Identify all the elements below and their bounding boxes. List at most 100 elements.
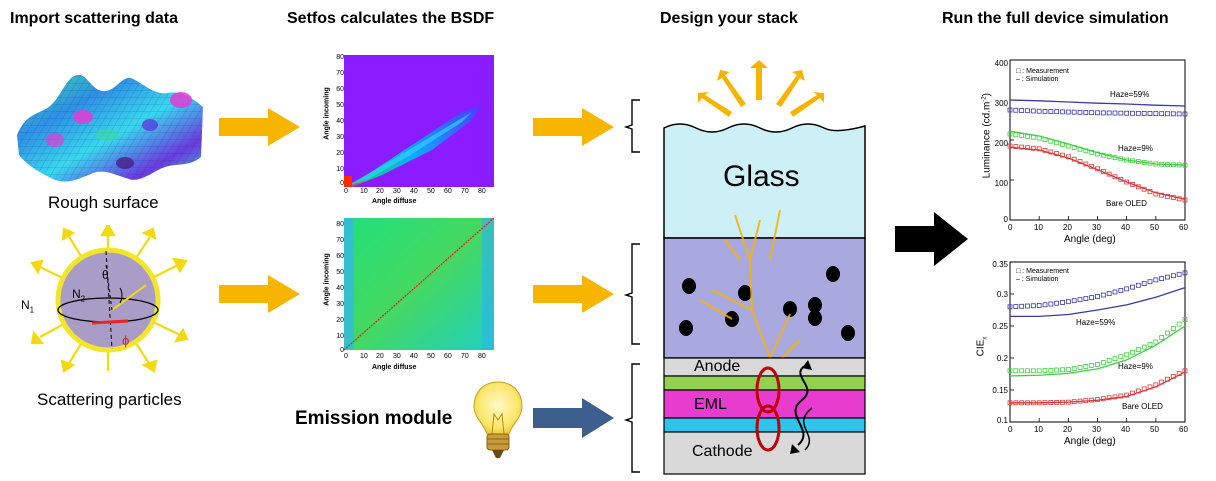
measurement-point	[1007, 107, 1013, 113]
measurement-point	[1013, 107, 1019, 113]
measurement-point	[1135, 110, 1141, 116]
x-tick: 20	[1063, 223, 1072, 232]
measurement-point	[1182, 162, 1188, 168]
measurement-point	[1118, 176, 1124, 182]
simulation-line	[1009, 99, 1186, 107]
chart2-xticks: 0 10 20 30 40 50 60	[1006, 425, 1196, 435]
chart1-legend: □ : Measurement – : Simulation	[1016, 68, 1069, 84]
measurement-point	[1153, 111, 1159, 116]
x-tick: 50	[1150, 223, 1159, 232]
device-charts	[1007, 59, 1188, 423]
measurement-point	[1147, 111, 1153, 116]
chart2-annotation: Haze=9%	[1118, 362, 1153, 371]
measurement-point	[1106, 358, 1112, 363]
measurement-point	[1071, 156, 1077, 162]
measurement-point	[1159, 111, 1165, 117]
measurement-point	[1159, 192, 1165, 198]
arrow-icon	[219, 275, 300, 313]
y-tick: 70	[336, 237, 344, 244]
y-tick: 70	[336, 70, 344, 77]
measurement-point	[1013, 304, 1019, 309]
chart1-frame	[1009, 59, 1186, 221]
chart2-annotation: Bare OLED	[1122, 402, 1163, 411]
measurement-point	[1036, 108, 1042, 114]
measurement-point	[1159, 161, 1165, 167]
measurement-point	[1106, 171, 1112, 177]
measurement-point	[1124, 352, 1130, 358]
arrow-icon	[533, 398, 614, 438]
measurement-point	[1013, 144, 1019, 149]
measurement-point	[1100, 152, 1106, 158]
measurement-point	[1083, 110, 1089, 115]
measurement-point	[1048, 301, 1054, 307]
chart1-annotation: Bare OLED	[1106, 199, 1147, 208]
y-tick: 0	[1003, 215, 1008, 224]
measurement-point	[1060, 367, 1065, 373]
measurement-point	[1007, 143, 1013, 149]
measurement-point	[1153, 161, 1159, 167]
measurement-point	[1095, 151, 1100, 157]
x-tick: 10	[360, 188, 368, 195]
measurement-point	[1095, 110, 1100, 116]
x-tick: 30	[1092, 223, 1101, 232]
bsdf1-xlabel: Angle diffuse	[372, 198, 417, 205]
measurement-point	[1048, 149, 1054, 155]
measurement-point	[1135, 347, 1141, 353]
measurement-point	[1060, 300, 1065, 305]
measurement-point	[1130, 284, 1135, 290]
measurement-point	[1083, 296, 1089, 302]
measurement-point	[1165, 162, 1170, 167]
measurement-point	[1048, 367, 1054, 373]
measurement-point	[1141, 386, 1147, 392]
x-tick: 50	[1150, 425, 1159, 434]
chart1-xticks: 0 10 20 30 40 50 60	[1006, 223, 1196, 233]
emission-module-label: Emission module	[295, 408, 453, 429]
measurement-point	[1089, 150, 1095, 155]
emission-rays	[698, 60, 824, 117]
measurement-point	[1095, 166, 1100, 172]
measurement-point	[1030, 145, 1036, 151]
x-tick: 70	[461, 353, 469, 360]
measurement-point	[1106, 110, 1112, 116]
heading-import: Import scattering data	[10, 10, 179, 27]
y-tick: 60	[336, 86, 344, 93]
measurement-point	[1065, 399, 1071, 405]
x-tick: 40	[410, 353, 418, 360]
measurement-point	[1095, 294, 1100, 299]
measurement-point	[1019, 368, 1025, 374]
measurement-point	[1095, 361, 1100, 367]
measurement-point	[1153, 191, 1159, 197]
rough-surface-illustration	[17, 74, 203, 182]
x-tick: 30	[393, 188, 401, 195]
measurement-point	[1089, 363, 1095, 368]
measurement-point	[1141, 186, 1147, 192]
measurement-point	[1124, 157, 1130, 163]
measurement-point	[1141, 160, 1147, 165]
measurement-point	[1036, 135, 1042, 141]
measurement-point	[1030, 108, 1036, 114]
chart1-annotation: Haze=9%	[1118, 144, 1153, 153]
legend-simulation: – : Simulation	[1016, 76, 1059, 83]
measurement-point	[1182, 270, 1188, 276]
measurement-point	[1048, 109, 1054, 114]
bsdf1-xticks: 0 10 20 30 40 50 60 70 80	[344, 188, 494, 198]
y-tick: 40	[336, 118, 344, 125]
chart2-xlabel: Angle (deg)	[1064, 436, 1116, 447]
measurement-point	[1170, 374, 1176, 379]
y-tick: 100	[994, 179, 1008, 188]
measurement-point	[1077, 159, 1083, 164]
measurement-point	[1118, 156, 1124, 162]
measurement-point	[1147, 384, 1153, 390]
measurement-point	[1019, 108, 1025, 113]
y-tick: 0.35	[992, 260, 1008, 269]
measurement-point	[1112, 155, 1118, 160]
chart2-legend: □ : Measurement – : Simulation	[1016, 268, 1069, 284]
y-tick: 50	[336, 102, 344, 109]
x-tick: 10	[360, 353, 368, 360]
legend-measurement: □ : Measurement	[1016, 68, 1069, 75]
measurement-point	[1048, 400, 1054, 405]
simulation-line	[1009, 325, 1186, 377]
measurement-point	[1077, 297, 1083, 303]
measurement-point	[1054, 109, 1060, 115]
glass-label: Glass	[723, 160, 800, 193]
